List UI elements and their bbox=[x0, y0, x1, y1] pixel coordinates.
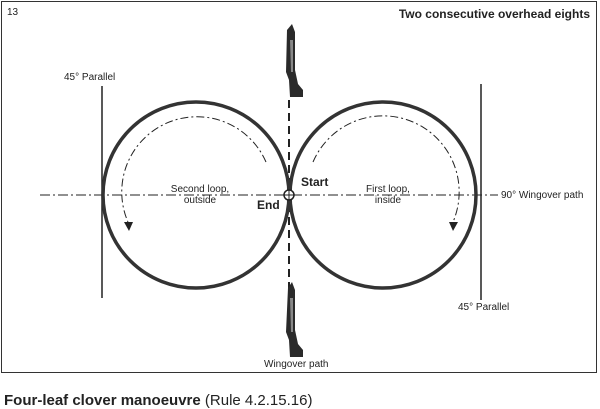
start-label: Start bbox=[301, 175, 329, 189]
second-loop-arrowhead bbox=[124, 222, 133, 231]
end-label: End bbox=[257, 198, 280, 212]
figure-number: 13 bbox=[7, 7, 19, 18]
wingover-path-horizontal-label: 90° Wingover path bbox=[501, 190, 584, 201]
diagram-title: Two consecutive overhead eights bbox=[398, 7, 590, 21]
diagram-frame bbox=[1, 1, 597, 373]
second-loop-label: Second loop, outside bbox=[170, 184, 230, 206]
wing-bottom-icon bbox=[286, 282, 303, 357]
wing-top-icon bbox=[286, 24, 303, 97]
first-loop-arrowhead bbox=[449, 222, 458, 231]
wingover-path-vertical-label: Wingover path bbox=[264, 359, 329, 370]
first-loop-label: First loop, inside bbox=[366, 184, 410, 206]
caption-title: Four-leaf clover manoeuvre bbox=[4, 392, 201, 409]
caption-rule: (Rule 4.2.15.16) bbox=[200, 392, 313, 409]
parallel-label-right: 45° Parallel bbox=[458, 302, 510, 313]
figure-caption: Four-leaf clover manoeuvre (Rule 4.2.15.… bbox=[4, 392, 312, 409]
second-loop-direction-arrow bbox=[121, 116, 267, 223]
first-loop-direction-arrow bbox=[312, 115, 460, 223]
parallel-label-left: 45° Parallel bbox=[64, 72, 116, 83]
